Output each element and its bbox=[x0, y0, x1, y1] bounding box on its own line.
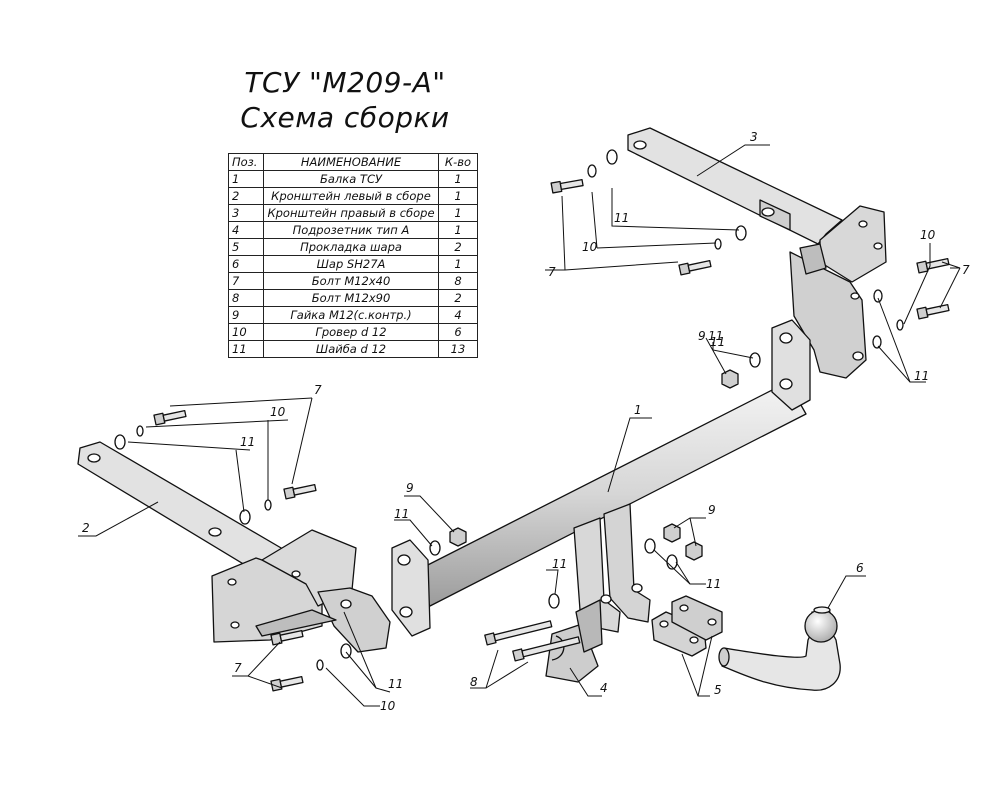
washer bbox=[873, 289, 883, 303]
washer bbox=[606, 149, 618, 165]
header-position: Поз. bbox=[228, 153, 264, 171]
callout-7: 7 bbox=[962, 263, 970, 277]
callout-7: 7 bbox=[548, 265, 556, 279]
callout-11: 11 bbox=[706, 577, 721, 591]
bolt bbox=[270, 675, 304, 692]
callout-6: 6 bbox=[856, 561, 864, 575]
callout-10: 10 bbox=[582, 240, 598, 254]
leader-lines bbox=[78, 144, 961, 707]
long-bolt bbox=[484, 620, 553, 646]
callout-1: 1 bbox=[634, 403, 642, 417]
callout-11: 11 bbox=[710, 335, 725, 349]
bolt bbox=[916, 257, 950, 274]
callout-10: 10 bbox=[920, 228, 936, 242]
diagram-title: ТСУ "М209-А" bbox=[244, 66, 446, 99]
callout-11: 11 bbox=[388, 677, 403, 691]
cell-name: Гровер d 12 bbox=[263, 323, 439, 341]
callout-9: 9 bbox=[698, 329, 706, 343]
tow-ball bbox=[718, 606, 841, 691]
cell-quantity: 6 bbox=[438, 323, 478, 341]
washer bbox=[239, 509, 251, 525]
nut bbox=[663, 523, 681, 543]
nut bbox=[721, 369, 739, 389]
bolt bbox=[283, 483, 317, 500]
callout-10: 10 bbox=[380, 699, 396, 713]
nut bbox=[449, 527, 467, 547]
lock-washer bbox=[264, 499, 272, 511]
callout-10: 10 bbox=[270, 405, 286, 419]
callout-9: 9 bbox=[708, 503, 716, 517]
callout-11: 11 bbox=[552, 557, 567, 571]
callout-7: 7 bbox=[314, 383, 322, 397]
lock-washer bbox=[714, 238, 722, 250]
lock-washer bbox=[136, 425, 144, 437]
callout-11: 11 bbox=[394, 507, 409, 521]
right-bracket bbox=[627, 127, 887, 379]
ball-spacers bbox=[651, 595, 723, 657]
cell-name: Кронштейн левый в сборе bbox=[263, 187, 439, 205]
washer bbox=[644, 538, 656, 554]
cell-quantity: 13 bbox=[438, 340, 478, 358]
lock-washer bbox=[896, 319, 904, 331]
callout-11: 11 bbox=[240, 435, 255, 449]
bolt bbox=[550, 179, 584, 194]
washer bbox=[872, 335, 882, 349]
left-bracket bbox=[77, 441, 391, 653]
diagram-subtitle: Схема сборки bbox=[240, 101, 450, 134]
washer bbox=[749, 352, 761, 368]
bolt bbox=[678, 259, 712, 276]
bolt bbox=[916, 303, 950, 320]
tow-beam bbox=[391, 319, 811, 637]
callout-4: 4 bbox=[600, 681, 608, 695]
callout-3: 3 bbox=[750, 130, 758, 144]
cell-position: 11 bbox=[228, 340, 264, 358]
callout-11: 11 bbox=[914, 369, 929, 383]
cell-name: Подрозетник тип А bbox=[263, 221, 439, 239]
cell-name: Прокладка шара bbox=[263, 238, 439, 256]
cell-name: Гайка М12(с.контр.) bbox=[263, 306, 439, 324]
washer bbox=[587, 164, 597, 178]
callout-9: 9 bbox=[406, 481, 414, 495]
cell-name: Шар SH27A bbox=[263, 255, 439, 273]
callout-7: 7 bbox=[234, 661, 242, 675]
bolt bbox=[270, 629, 304, 646]
callouts: 1 2 3 4 5 6 7 7 7 7 8 9 9 9 10 10 10 10 … bbox=[82, 130, 970, 713]
callout-11: 11 bbox=[614, 211, 629, 225]
socket-plate bbox=[545, 599, 603, 683]
callout-8: 8 bbox=[470, 675, 478, 689]
table-header-row: Поз. НАИМЕНОВАНИЕ К-во bbox=[228, 153, 478, 171]
callout-2: 2 bbox=[82, 521, 90, 535]
callout-5: 5 bbox=[714, 683, 722, 697]
long-bolt bbox=[512, 636, 581, 662]
cell-quantity: 2 bbox=[438, 238, 478, 256]
bolt bbox=[153, 409, 187, 426]
lock-washer bbox=[316, 659, 324, 671]
washer bbox=[429, 540, 441, 556]
washer bbox=[548, 593, 560, 609]
nut bbox=[685, 541, 703, 561]
cell-name: Шайба d 12 bbox=[263, 340, 439, 358]
washer bbox=[114, 434, 126, 450]
callout-11: 11 bbox=[708, 329, 723, 343]
washer bbox=[735, 225, 747, 241]
